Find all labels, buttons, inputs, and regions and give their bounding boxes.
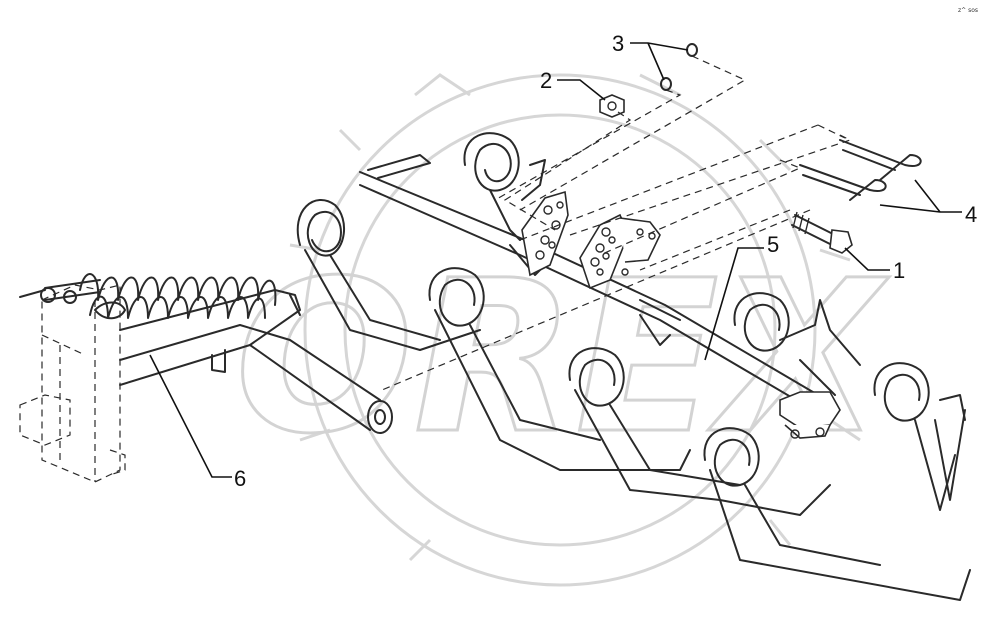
watermark-text: OREX	[235, 235, 890, 480]
assembly-lines	[381, 55, 852, 391]
callout-1-label: 1	[893, 258, 905, 283]
tine-carrier-part	[359, 154, 841, 439]
callout-3: 3	[612, 31, 689, 81]
watermark: OREX	[234, 73, 891, 587]
callout-3-label: 3	[612, 31, 624, 56]
callout-6-label: 6	[234, 466, 246, 491]
pin-parts	[799, 139, 922, 201]
callout-5: 5	[704, 232, 779, 361]
mounting-arm-part	[19, 273, 393, 483]
callout-2-label: 2	[540, 68, 552, 93]
callout-4-label: 4	[965, 202, 977, 227]
callout-4: 4	[879, 179, 977, 227]
washer-parts	[660, 43, 698, 91]
spring-tines	[296, 132, 971, 601]
callout-5-label: 5	[767, 232, 779, 257]
bolt-part	[791, 211, 853, 254]
drawing-code: z^ sos	[958, 7, 978, 14]
callout-6: 6	[149, 354, 246, 491]
callout-1: 1	[844, 247, 905, 283]
callout-2: 2	[540, 68, 606, 101]
nut-part	[599, 94, 625, 118]
